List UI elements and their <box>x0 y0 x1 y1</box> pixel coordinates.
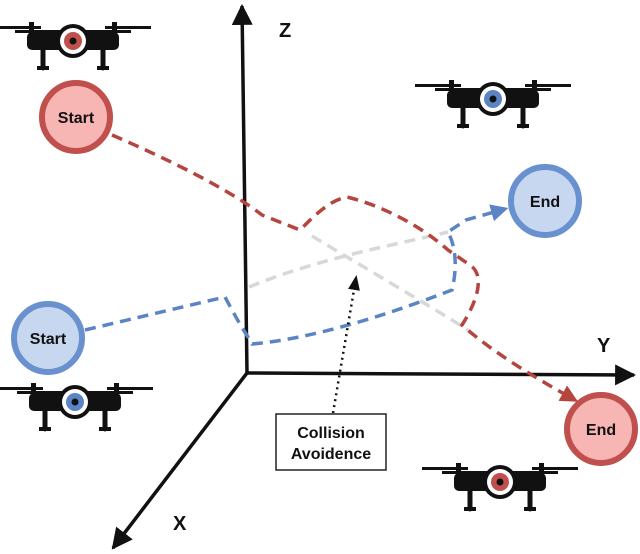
annotation-line-2: Avoidence <box>291 446 371 463</box>
drone-red-top-left <box>0 22 151 68</box>
collision-pointer <box>331 275 360 414</box>
y-axis <box>246 364 637 386</box>
blue-end-marker: End <box>508 164 582 238</box>
z-axis-label: Z <box>279 20 291 42</box>
gray-shadow-path <box>248 230 449 289</box>
drone-blue-bottom-left <box>0 383 153 429</box>
y-axis-label: Y <box>597 335 611 357</box>
annotation-line-1: Collision <box>297 425 365 442</box>
drone-blue-top-right <box>415 80 571 126</box>
z-axis <box>231 3 253 374</box>
blue-trajectory <box>84 204 509 346</box>
red-trajectory <box>111 133 579 402</box>
red-start-marker: Start <box>39 80 113 154</box>
gray-shadow-path-2 <box>311 234 469 332</box>
x-axis-label: X <box>173 513 187 535</box>
drone-red-bottom-right <box>422 463 578 509</box>
collision-annotation: Collision Avoidence <box>275 413 387 471</box>
blue-start-marker: Start <box>11 301 85 375</box>
red-start-label: Start <box>58 110 95 127</box>
red-end-label: End <box>586 422 616 439</box>
blue-start-label: Start <box>30 331 67 348</box>
blue-end-label: End <box>530 194 560 211</box>
axes: Z Y X <box>111 3 637 550</box>
red-end-marker: End <box>564 392 638 466</box>
x-axis <box>111 371 249 550</box>
